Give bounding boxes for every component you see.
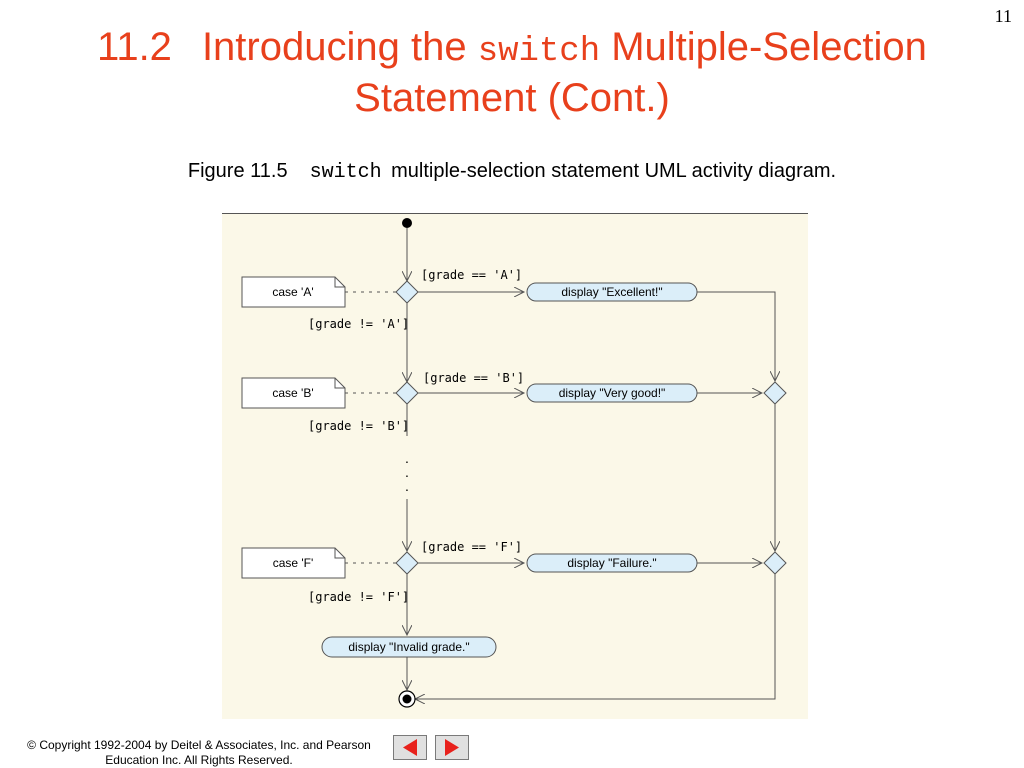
copyright-line-2: Education Inc. All Rights Reserved. xyxy=(105,753,293,767)
note-case-f xyxy=(241,547,346,579)
note-case-b-fold xyxy=(334,378,345,389)
ellipsis-dot-2: . xyxy=(405,464,409,480)
copyright-line-1: © Copyright 1992-2004 by Deitel & Associ… xyxy=(27,738,371,752)
title-suffix: Multiple-Selection xyxy=(600,25,927,69)
title-line-2: Statement (Cont.) xyxy=(354,76,670,120)
ellipsis-dot-3: . xyxy=(405,478,409,494)
action-excellent-label: display "Excellent!" xyxy=(561,285,662,299)
action-failure-label: display "Failure." xyxy=(567,556,656,570)
action-invalid-grade-label: display "Invalid grade." xyxy=(348,640,469,654)
caption-code: switch xyxy=(309,161,382,184)
flow-excellent-merge xyxy=(697,291,775,381)
guard-true-b: [grade == 'B'] xyxy=(423,371,524,385)
triangle-left-icon xyxy=(403,739,417,756)
triangle-right-icon xyxy=(445,739,459,756)
note-case-a xyxy=(241,276,346,308)
caption-text: multiple-selection statement UML activit… xyxy=(385,160,837,182)
note-case-b-label: case 'B' xyxy=(272,386,313,400)
guard-true-f: [grade == 'F'] xyxy=(421,540,522,554)
note-case-b xyxy=(241,377,346,409)
ellipsis-dot-1: . xyxy=(405,450,409,466)
guard-false-f: [grade != 'F'] xyxy=(308,590,409,604)
figure-label: Figure 11.5 xyxy=(187,160,288,182)
title-prefix: Introducing the xyxy=(201,25,478,69)
slide-title: 11.2 Introducing the switch Multiple-Sele… xyxy=(0,24,1024,121)
guard-true-a: [grade == 'A'] xyxy=(421,268,522,282)
previous-slide-button[interactable] xyxy=(393,735,427,760)
flow-merge-to-final xyxy=(415,574,776,699)
action-very-good-label: display "Very good!" xyxy=(559,386,666,400)
action-invalid-grade xyxy=(321,636,497,658)
note-case-f-label: case 'F' xyxy=(273,556,314,570)
title-line-1: 11.2 Introducing the switch Multiple-Sele… xyxy=(0,24,1024,75)
note-case-f-fold xyxy=(334,548,345,559)
figure-caption: Figure 11.5 switch multiple-selection sta… xyxy=(0,160,1024,184)
title-code: switch xyxy=(477,33,601,71)
copyright-notice: © Copyright 1992-2004 by Deitel & Associ… xyxy=(14,738,384,768)
page-number: 11 xyxy=(994,6,1012,26)
section-number: 11.2 xyxy=(97,25,172,69)
final-node-core xyxy=(402,694,412,704)
uml-activity-diagram: [grade == 'A'] display "Excellent!" [gra… xyxy=(222,212,808,719)
guard-false-b: [grade != 'B'] xyxy=(308,419,409,433)
diagram-svg: [grade == 'A'] display "Excellent!" [gra… xyxy=(222,213,808,719)
next-slide-button[interactable] xyxy=(435,735,469,760)
initial-node xyxy=(402,218,412,228)
guard-false-a: [grade != 'A'] xyxy=(308,317,409,331)
note-case-a-label: case 'A' xyxy=(272,285,313,299)
note-case-a-fold xyxy=(334,277,345,288)
